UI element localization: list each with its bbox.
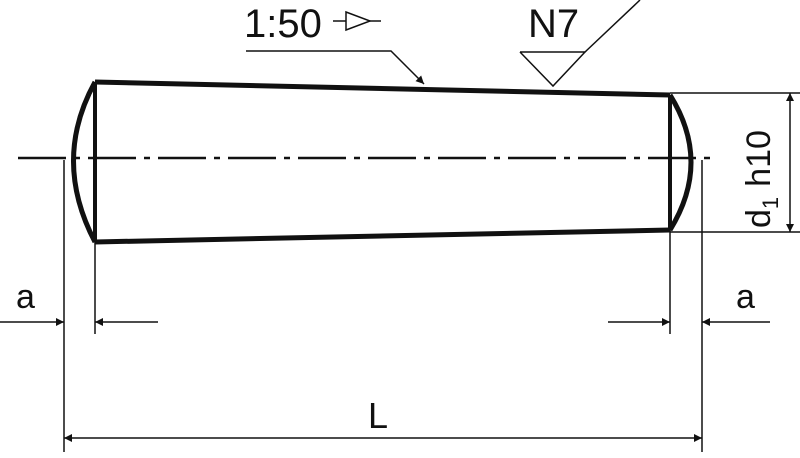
end-dim-left-label: a — [16, 278, 35, 316]
diameter-label: d1 h10 — [740, 130, 783, 228]
diameter-subscript: 1 — [758, 197, 783, 209]
diameter-tolerance: h10 — [740, 130, 778, 187]
surface-finish-label: N7 — [528, 2, 579, 46]
svg-text:d1h10: d1 h10 — [740, 130, 783, 228]
taper-symbol-icon — [333, 10, 381, 32]
left-dome — [71, 80, 98, 244]
pin-bottom-edge — [94, 227, 671, 245]
length-label: L — [368, 395, 388, 436]
pin-outline — [71, 79, 694, 245]
end-dim-right-label: a — [736, 278, 755, 316]
taper-leader — [246, 50, 425, 85]
pin-top-edge — [94, 79, 671, 98]
right-dome — [667, 93, 694, 232]
surface-finish-symbol-icon — [519, 0, 641, 88]
taper-label: 1:50 — [244, 2, 322, 46]
diameter-symbol: d — [740, 209, 778, 228]
